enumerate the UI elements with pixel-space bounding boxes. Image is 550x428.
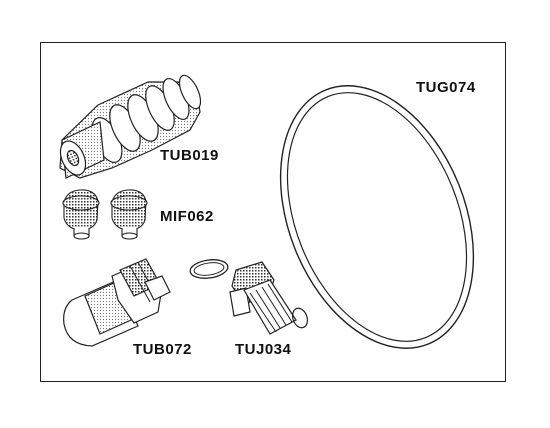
mesh-filter-left <box>62 189 100 240</box>
mesh-filter-right <box>110 189 148 240</box>
part-code-tub019: TUB019 <box>160 147 219 164</box>
part-code-tug074: TUG074 <box>416 79 476 96</box>
diagram-frame <box>40 42 506 382</box>
strainer-fitting <box>63 258 171 347</box>
gasket-ring <box>279 85 475 349</box>
part-code-mif062: MIF062 <box>160 208 214 225</box>
threaded-valve <box>229 261 309 335</box>
part-code-tuj034: TUJ034 <box>235 341 292 358</box>
bellows-sleeve <box>59 74 202 179</box>
part-code-tub072: TUB072 <box>133 341 192 358</box>
small-o-ring <box>189 259 229 279</box>
